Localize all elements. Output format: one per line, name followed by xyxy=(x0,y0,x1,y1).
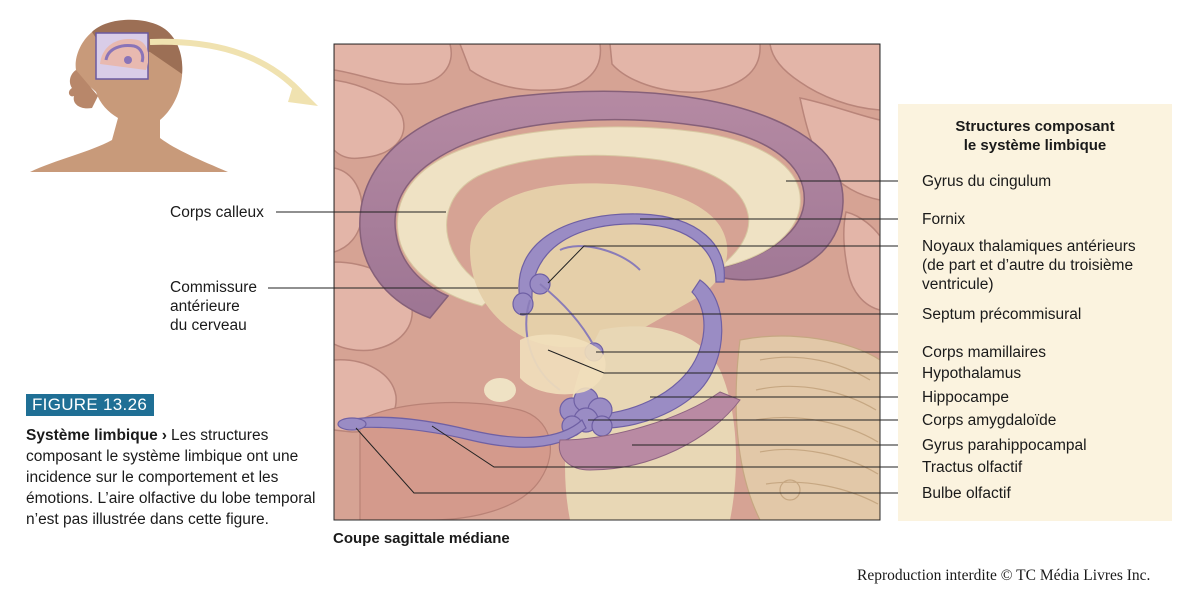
label-noyaux-line1: Noyaux thalamiques antérieurs xyxy=(922,238,1136,255)
label-tractus-olfactif: Tractus olfactif xyxy=(922,459,1023,476)
figure-caption: Système limbique›Les structures composan… xyxy=(26,425,326,530)
label-corps-calleux: Corps calleux xyxy=(170,204,264,221)
label-hippocampe: Hippocampe xyxy=(922,389,1010,406)
legend-title: Structures composant le système limbique xyxy=(898,117,1172,155)
label-noyaux-line3: ventricule) xyxy=(922,276,994,293)
figure-number-badge: FIGURE 13.26 xyxy=(26,394,155,416)
label-gyrus-cingulum: Gyrus du cingulum xyxy=(922,173,1052,190)
sagittal-brain-view xyxy=(334,44,880,520)
legend-title-line1: Structures composant xyxy=(955,118,1115,135)
copyright-notice: Reproduction interdite © TC Média Livres… xyxy=(857,567,1151,584)
head-thumbnail xyxy=(30,19,228,173)
leader-lines xyxy=(268,180,914,494)
label-gyrus-parahippocampal: Gyrus parahippocampal xyxy=(922,437,1087,454)
pointer-arrow xyxy=(149,38,318,106)
legend-panel: Structures composant le système limbique xyxy=(898,104,1172,521)
chevron-right-icon: › xyxy=(161,427,167,444)
label-bulbe-olfactif: Bulbe olfactif xyxy=(922,485,1011,502)
label-corps-mamillaires: Corps mamillaires xyxy=(922,344,1047,361)
label-commissure-line1: Commissure xyxy=(170,279,257,296)
label-commissure-line2: antérieure xyxy=(170,298,240,315)
caption-title: Système limbique xyxy=(26,427,158,444)
label-septum: Septum précommisural xyxy=(922,306,1082,323)
label-hypothalamus: Hypothalamus xyxy=(922,365,1022,382)
caption-text: Les structures composant le système limb… xyxy=(26,427,316,528)
legend-title-line2: le système limbique xyxy=(963,137,1107,154)
label-fornix: Fornix xyxy=(922,211,966,228)
label-noyaux-line2: (de part et d’autre du troisième xyxy=(922,257,1134,274)
section-label: Coupe sagittale médiane xyxy=(333,530,510,547)
label-commissure-line3: du cerveau xyxy=(170,317,247,334)
label-corps-amygdaloide: Corps amygdaloïde xyxy=(922,412,1057,429)
